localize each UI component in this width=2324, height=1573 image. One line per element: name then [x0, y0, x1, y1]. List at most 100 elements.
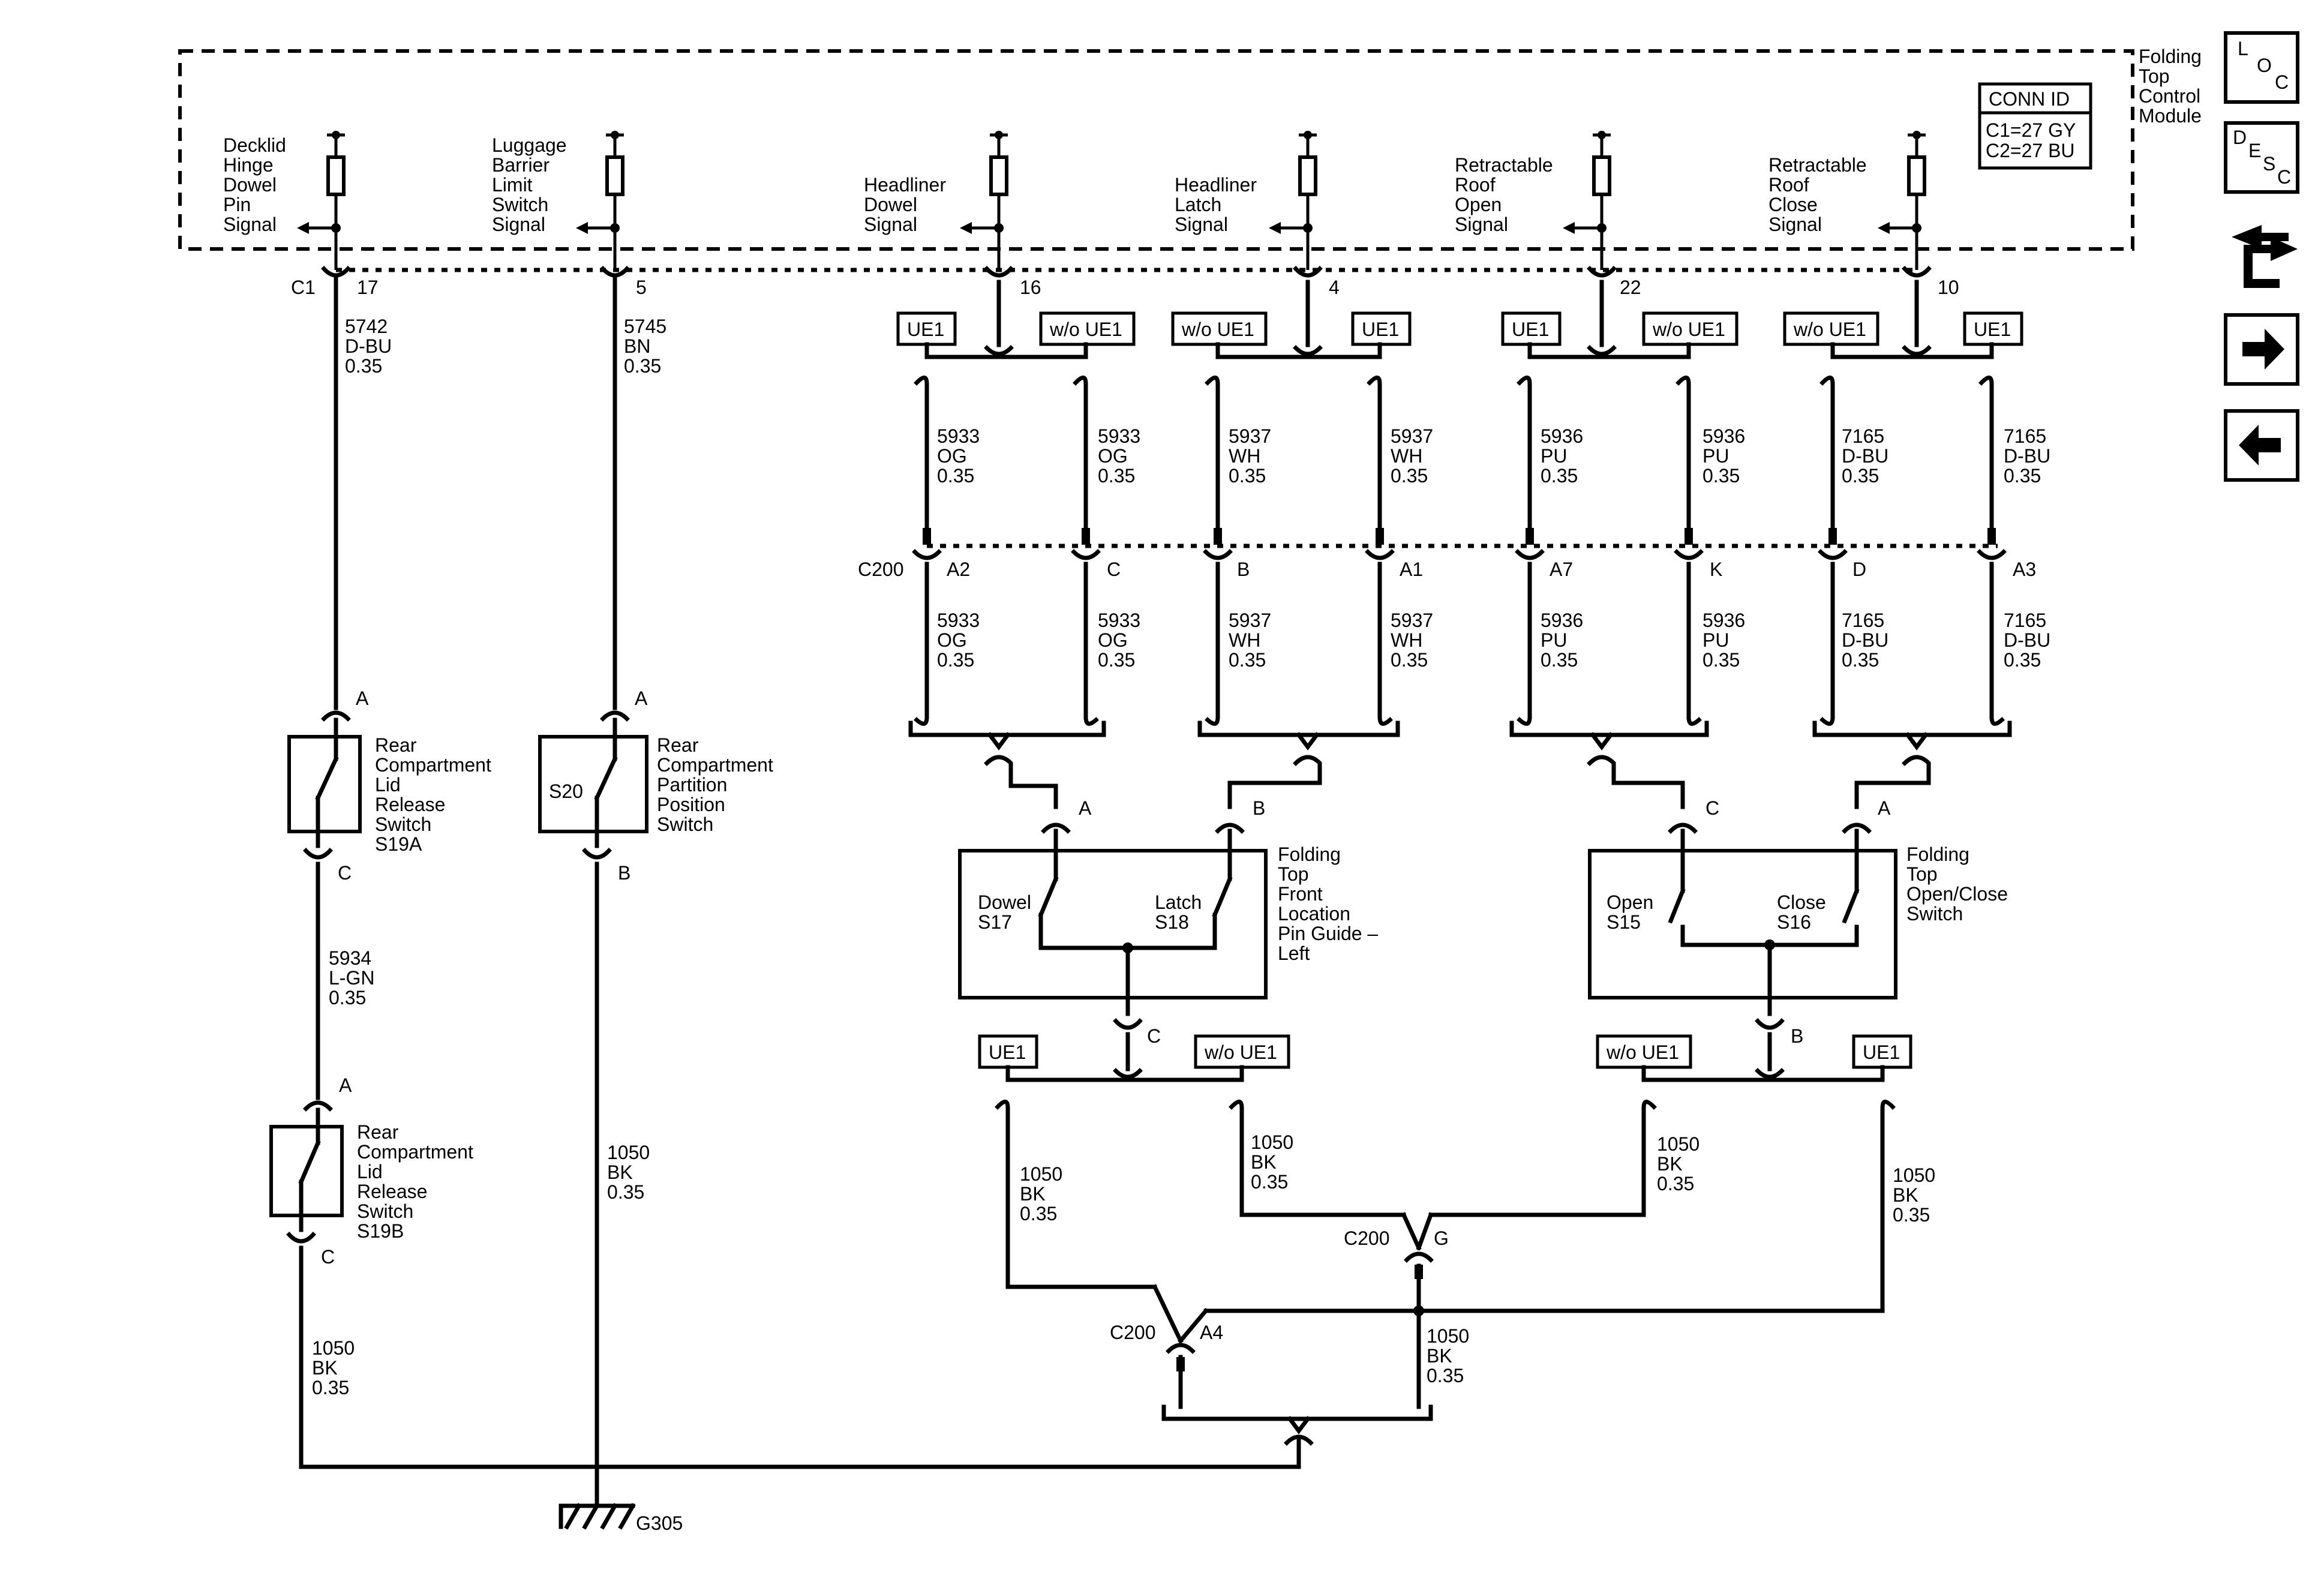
- pin-guide-left: A B Dowel S17 Latch S18 Folding Top Fron…: [958, 797, 1378, 1047]
- diagram-label: S16: [1777, 911, 1811, 933]
- diagram-label: Latch: [1175, 194, 1221, 215]
- diagram-label: 5936: [1703, 425, 1745, 447]
- diagram-label: Close: [1768, 194, 1818, 215]
- diagram-label: CONN ID: [1989, 88, 2070, 110]
- ground-g305: G305: [559, 1503, 683, 1534]
- diagram-label: C: [1147, 1025, 1161, 1047]
- diagram-label: C200: [1110, 1322, 1156, 1343]
- diagram-label: 5936: [1703, 610, 1745, 631]
- connector-swap-icon[interactable]: [2232, 225, 2298, 288]
- diagram-label: 0.35: [1020, 1203, 1057, 1224]
- diagram-label: D-BU: [2004, 445, 2050, 467]
- diagram-label: A: [1079, 797, 1092, 819]
- diagram-label: D-BU: [1842, 445, 1888, 467]
- wire-1050-wo-ue1-right: 1050 BK 0.35: [1428, 1100, 1700, 1217]
- diagram-label: Luggage: [492, 134, 567, 156]
- diagram-label: UE1: [1974, 319, 2011, 340]
- diagram-label: Switch: [657, 813, 713, 835]
- diagram-label: 5937: [1229, 610, 1271, 631]
- diagram-label: C: [2277, 166, 2291, 188]
- diagram-label: 5937: [1391, 610, 1433, 631]
- diagram-label: 0.35: [937, 649, 974, 671]
- wire-5936-ue1: 5936 PU 0.35 A7 5936 PU 0.35: [1515, 376, 1583, 726]
- diagram-label: 1050: [1427, 1325, 1469, 1347]
- diagram-label: BK: [1251, 1151, 1277, 1173]
- diagram-label: 0.35: [1842, 649, 1879, 671]
- diagram-label: Open: [1607, 891, 1653, 913]
- diagram-label: Top: [1906, 863, 1938, 885]
- diagram-label: OG: [1098, 629, 1128, 651]
- diagram-label: Folding: [2139, 46, 2202, 67]
- diagram-label: A1: [1400, 559, 1423, 580]
- signal-headliner-dowel: Headliner Dowel Signal 16: [864, 131, 1041, 298]
- option-group-open-close-ground: w/o UE1 UE1: [1596, 1032, 1912, 1082]
- wire-5936-wo-ue1: 5936 PU 0.35 K 5936 PU 0.35: [1674, 376, 1745, 726]
- diagram-label: 1050: [1020, 1163, 1062, 1185]
- diagram-label: w/o UE1: [1204, 1041, 1277, 1063]
- diagram-label: Decklid: [223, 134, 286, 156]
- diagram-label: 0.35: [312, 1377, 349, 1398]
- diagram-label: BK: [312, 1357, 338, 1379]
- diagram-label: A: [339, 1074, 352, 1096]
- diagram-label: D-BU: [2004, 629, 2050, 651]
- desc-button[interactable]: D E S C: [2224, 121, 2299, 194]
- option-group-roof-open: UE1 w/o UE1: [1501, 280, 1739, 359]
- diagram-label: Retractable: [1455, 154, 1553, 176]
- diagram-label: E: [2248, 140, 2261, 161]
- diagram-label: Left: [1278, 942, 1310, 964]
- diagram-label: 7165: [2004, 425, 2046, 447]
- diagram-label: Pin: [223, 194, 251, 215]
- diagram-label: 0.35: [1391, 465, 1428, 487]
- signal-decklid-hinge: Decklid Hinge Dowel Pin Signal 17: [223, 131, 379, 298]
- option-group-headliner-dowel: UE1 w/o UE1: [896, 280, 1136, 359]
- diagram-label: 0.35: [1251, 1171, 1288, 1193]
- diagram-label: 0.35: [1541, 465, 1578, 487]
- c200-pin-g: C200 G 1050 BK 0.35: [1344, 1212, 1469, 1409]
- diagram-label: 7165: [1842, 425, 1884, 447]
- diagram-label: 0.35: [1703, 649, 1740, 671]
- diagram-label: 0.35: [937, 465, 974, 487]
- c200-label: C200: [858, 559, 904, 580]
- diagram-label: Compartment: [657, 754, 773, 776]
- diagram-label: A: [635, 688, 648, 709]
- diagram-label: 0.35: [1703, 465, 1740, 487]
- option-group-pin-guide-ground: UE1 w/o UE1: [978, 1032, 1290, 1082]
- diagram-label: UE1: [1362, 319, 1399, 340]
- diagram-label: Close: [1777, 891, 1826, 913]
- ground-bus-bottom: [594, 1404, 1433, 1469]
- diagram-label: PU: [1541, 445, 1567, 467]
- arrow-right-icon[interactable]: [2224, 313, 2299, 386]
- diagram-label: B: [1791, 1025, 1803, 1047]
- diagram-label: Open: [1455, 194, 1502, 215]
- diagram-label: Lid: [357, 1161, 383, 1182]
- diagram-label: 5933: [937, 425, 980, 447]
- diagram-label: 10: [1938, 277, 1959, 298]
- wire-5745: 5745 BN 0.35: [612, 277, 666, 710]
- diagram-label: Headliner: [1175, 174, 1257, 196]
- diagram-label: 1050: [1251, 1131, 1293, 1153]
- diagram-label: Retractable: [1768, 154, 1867, 176]
- diagram-label: Pin Guide –: [1278, 923, 1378, 944]
- diagram-label: w/o UE1: [1793, 319, 1866, 340]
- control-module: Folding Top Control Module CONN ID C1=27…: [178, 46, 2202, 251]
- diagram-label: WH: [1391, 445, 1422, 467]
- diagram-label: K: [1710, 559, 1722, 580]
- diagram-label: 0.35: [1098, 649, 1135, 671]
- diagram-label: Signal: [864, 214, 917, 235]
- diagram-label: 1050: [1893, 1164, 1935, 1186]
- diagram-label: Dowel: [223, 174, 277, 196]
- diagram-label: BN: [624, 335, 650, 357]
- diagram-label: Compartment: [357, 1141, 473, 1163]
- diagram-label: Signal: [1768, 214, 1822, 235]
- diagram-label: BK: [607, 1161, 633, 1183]
- diagram-label: S19B: [357, 1220, 404, 1242]
- diagram-label: Position: [657, 794, 725, 815]
- diagram-label: w/o UE1: [1181, 319, 1254, 340]
- arrow-left-icon[interactable]: [2224, 409, 2299, 482]
- loc-button[interactable]: L O C: [2224, 31, 2299, 104]
- diagram-label: 0.35: [1229, 649, 1266, 671]
- diagram-label: 22: [1620, 277, 1641, 298]
- signal-roof-open: Retractable Roof Open Signal 22: [1455, 131, 1641, 298]
- diagram-label: Lid: [375, 774, 401, 795]
- wire-1050-s19b: 1050 BK 0.35: [299, 1245, 599, 1469]
